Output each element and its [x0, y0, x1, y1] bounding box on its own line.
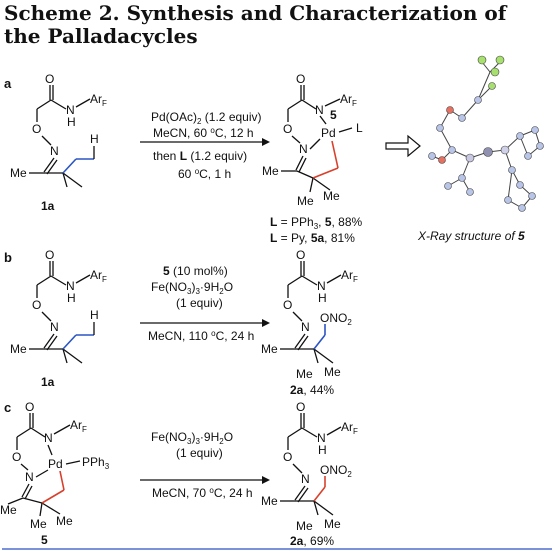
atom-h: H: [318, 291, 327, 305]
atom-me: Me: [296, 519, 313, 533]
atom-arf: ArF: [90, 92, 107, 108]
panel-label-b: b: [4, 250, 12, 265]
atom-n: N: [315, 103, 324, 117]
compound-5-structure-c: O N ArF O N Pd PPh3 Me Me Me 5: [0, 400, 110, 547]
atom-me: Me: [30, 517, 47, 531]
panel-a-condition-4: 60 oC, 1 h: [178, 167, 231, 181]
atom-arf: ArF: [341, 420, 358, 436]
atom-n: N: [299, 142, 308, 156]
compound-1a-structure-b: O N H ArF O N Me H 1a: [10, 248, 107, 389]
atom-n: N: [301, 472, 310, 486]
panel-a-condition-2: MeCN, 60 oC, 12 h: [153, 126, 254, 140]
atom-o: O: [32, 122, 41, 136]
atom-o: O: [296, 248, 305, 262]
panel-a-condition-1: Pd(OAc)2 (1.2 equiv): [151, 110, 262, 126]
atom-me: Me: [297, 194, 314, 208]
compound-label-5: 5: [41, 533, 48, 547]
atom-me: Me: [10, 342, 27, 356]
atom-arf: ArF: [340, 92, 357, 108]
compound-5-structure: O N ArF O N Pd 5 L Me: [262, 72, 363, 193]
atom-me: Me: [0, 503, 17, 517]
yield-2a-c: 2a, 69%: [290, 534, 334, 548]
atom-me: Me: [324, 365, 341, 379]
atom-o: O: [12, 450, 21, 464]
atom-n: N: [317, 431, 326, 445]
atom-n: N: [66, 279, 75, 293]
panel-a-condition-3: then L (1.2 equiv): [153, 149, 247, 163]
atom-n: N: [317, 279, 326, 293]
atom-o: O: [32, 298, 41, 312]
atom-o: O: [283, 450, 292, 464]
atom-o: O: [296, 400, 305, 414]
panel-b-condition-2: Fe(NO3)3·9H2O: [151, 280, 233, 296]
atom-o: O: [283, 122, 292, 136]
atom-me: Me: [296, 367, 313, 381]
compound-1a-structure: O N H ArF O N Me H 1a: [10, 72, 107, 213]
atom-pph3: PPh3: [82, 455, 110, 471]
panel-b-condition-1: 5 (10 mol%): [163, 264, 228, 278]
compound-2a-structure-c: O N H ArF O N Me ONO2 Me Me 2a, 69%: [261, 400, 358, 548]
xray-structure-image: [428, 55, 544, 212]
atom-ono2: ONO2: [320, 311, 352, 327]
atom-h: H: [67, 115, 76, 129]
atom-h: H: [90, 308, 99, 322]
yield-line-5: L = PPh3, 5, 88%: [270, 215, 363, 231]
compound-label-1a: 1a: [41, 199, 55, 213]
atom-o: O: [283, 298, 292, 312]
atom-o: O: [25, 400, 34, 414]
panel-c-condition-3: MeCN, 70 oC, 24 h: [152, 486, 253, 500]
atom-pd: Pd: [321, 126, 336, 140]
atom-arf: ArF: [341, 268, 358, 284]
atom-me: Me: [262, 164, 279, 178]
atom-n: N: [66, 103, 75, 117]
atom-n: N: [50, 144, 59, 158]
panel-label-a: a: [4, 76, 12, 91]
atom-n: N: [50, 320, 59, 334]
yield-2a-b: 2a, 44%: [290, 383, 334, 397]
atom-n: N: [301, 320, 310, 334]
atom-me: Me: [261, 342, 278, 356]
atom-me: Me: [10, 166, 27, 180]
atom-l: L: [356, 121, 363, 135]
atom-arf: ArF: [70, 418, 87, 434]
panel-c-condition-2: (1 equiv): [176, 446, 223, 460]
atom-me: Me: [56, 514, 73, 528]
panel-label-c: c: [4, 400, 11, 415]
atom-pd: Pd: [48, 457, 63, 471]
atom-n: N: [44, 431, 53, 445]
panel-b-condition-3: (1 equiv): [176, 296, 223, 310]
xray-caption: X-Ray structure of 5: [417, 229, 525, 243]
panel-b-condition-4: MeCN, 110 oC, 24 h: [148, 329, 254, 343]
atom-o: O: [45, 248, 54, 262]
scheme-title: Scheme 2. Synthesis and Characterization…: [4, 1, 507, 48]
atom-o: O: [296, 72, 305, 86]
atom-ono2: ONO2: [320, 463, 352, 479]
atom-me: Me: [324, 517, 341, 531]
atom-o: O: [45, 72, 54, 86]
compound-2a-structure-b: O N H ArF O N Me ONO2 Me Me 2a, 44%: [261, 248, 358, 397]
atom-n: N: [25, 470, 34, 484]
open-arrow-icon: [385, 134, 421, 158]
compound-label-1a: 1a: [41, 375, 55, 389]
panel-c-condition-1: Fe(NO3)3·9H2O: [151, 430, 233, 446]
ligand-number-5: 5: [330, 108, 337, 122]
atom-h: H: [90, 132, 99, 146]
atom-me: Me: [323, 189, 340, 203]
yield-line-5a: L = Py, 5a, 81%: [270, 231, 355, 245]
atom-h: H: [67, 291, 76, 305]
atom-arf: ArF: [90, 268, 107, 284]
atom-h: H: [318, 443, 327, 457]
atom-me: Me: [261, 494, 278, 508]
